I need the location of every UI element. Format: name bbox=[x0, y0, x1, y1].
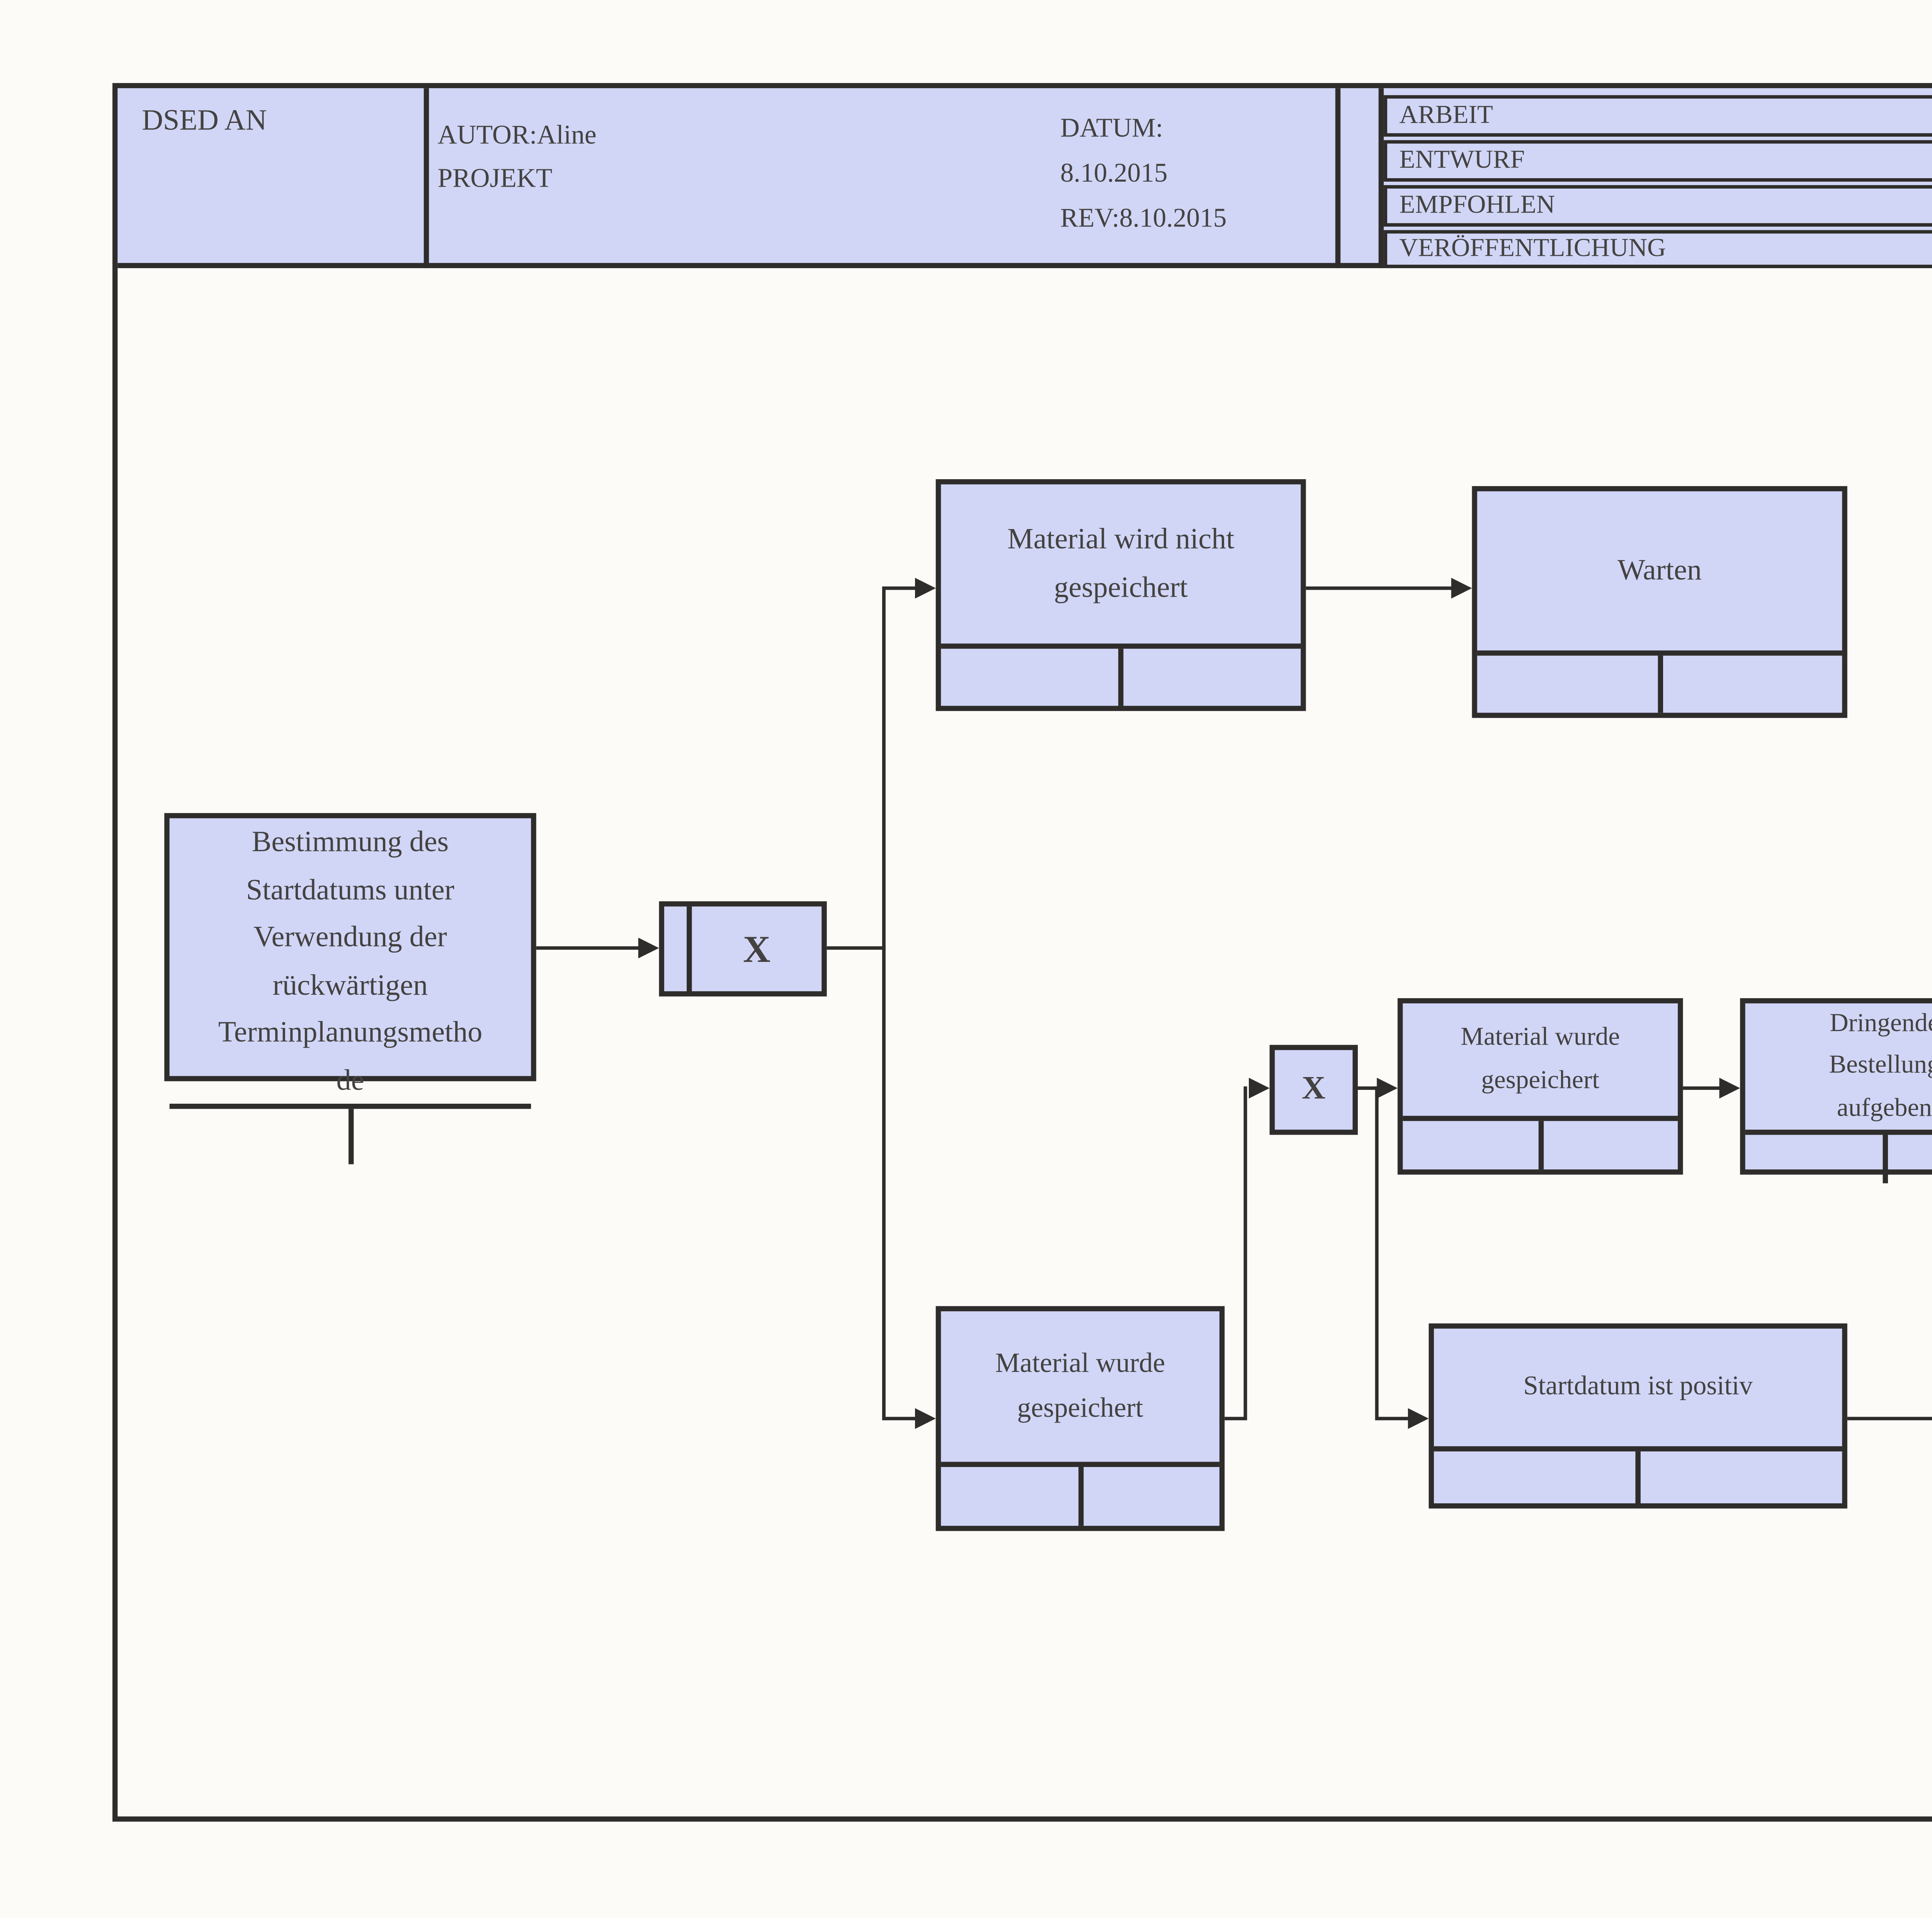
node-label: Bestimmung des Startdatums unter Verwend… bbox=[218, 825, 483, 1096]
date-rev-field: DATUM: 8.10.2015 REV:8.10.2015 bbox=[1060, 114, 1227, 234]
node-label: Startdatum ist positiv bbox=[1523, 1372, 1753, 1402]
status-row-empfohlen: EMPFOHLEN bbox=[1384, 185, 1932, 227]
node-startdatum-ist-positiv[interactable]: Startdatum ist positiv bbox=[1429, 1323, 1847, 1509]
status-row-arbeit: ARBEIT bbox=[1384, 95, 1932, 137]
node-label: Material wird nicht gespeichert bbox=[1007, 523, 1235, 604]
node-warten[interactable]: Warten bbox=[1472, 486, 1847, 718]
arrowhead bbox=[915, 1407, 936, 1428]
connector-line bbox=[1374, 1086, 1379, 1421]
node-bestimmung-startdatum[interactable]: Bestimmung des Startdatums unter Verwend… bbox=[164, 813, 536, 1165]
connector-line bbox=[1377, 1416, 1410, 1421]
arrowhead bbox=[915, 577, 936, 598]
xor-junction-2[interactable]: X bbox=[1269, 1045, 1358, 1135]
node-compartments bbox=[1745, 1129, 1932, 1183]
node-label: Material wurde gespeichert bbox=[995, 1348, 1165, 1423]
node-material-wurde-gespeichert-unten[interactable]: Material wurde gespeichert bbox=[935, 1306, 1225, 1531]
node-compartments bbox=[1403, 1116, 1678, 1170]
node-compartments bbox=[169, 1104, 531, 1165]
connector-line bbox=[1683, 1086, 1721, 1090]
node-material-wurde-gespeichert-mitte[interactable]: Material wurde gespeichert bbox=[1397, 998, 1683, 1175]
node-dringende-bestellung-aufgeben[interactable]: Dringende Bestellung aufgeben bbox=[1740, 998, 1932, 1183]
xor-junction-1[interactable]: X bbox=[659, 901, 827, 997]
node-compartments bbox=[941, 643, 1301, 706]
connector-line bbox=[1225, 1416, 1247, 1421]
diagram-frame bbox=[112, 83, 1932, 1822]
arrowhead bbox=[1408, 1407, 1429, 1428]
model-name-field: DSED AN bbox=[142, 104, 267, 137]
connector-line bbox=[884, 586, 917, 591]
node-label: Warten bbox=[1617, 554, 1702, 587]
connector-line bbox=[1357, 1086, 1379, 1090]
header-divider bbox=[1378, 88, 1384, 268]
arrowhead bbox=[1377, 1077, 1398, 1098]
arrowhead bbox=[638, 936, 659, 958]
connector-line bbox=[1306, 586, 1453, 591]
connector-line bbox=[881, 586, 886, 1421]
node-label: Dringende Bestellung aufgeben bbox=[1829, 1010, 1932, 1122]
arrowhead bbox=[1451, 577, 1472, 598]
node-compartments bbox=[1434, 1446, 1842, 1503]
header-divider bbox=[1335, 88, 1341, 268]
node-label: Material wurde gespeichert bbox=[1461, 1024, 1620, 1094]
node-material-wird-nicht-gespeichert[interactable]: Material wird nicht gespeichert bbox=[935, 479, 1306, 711]
node-compartments bbox=[1477, 650, 1842, 713]
status-row-veroeffentlichung: VERÖFFENTLICHUNG bbox=[1384, 230, 1932, 268]
header-divider bbox=[423, 88, 429, 268]
junction-label: X bbox=[1302, 1070, 1326, 1107]
arrowhead bbox=[1248, 1077, 1270, 1098]
arrowhead bbox=[1719, 1077, 1740, 1098]
connector-line bbox=[827, 946, 886, 950]
junction-divider bbox=[687, 906, 692, 991]
junction-label: X bbox=[743, 926, 770, 970]
status-row-entwurf: ENTWURF bbox=[1384, 140, 1932, 182]
connector-line bbox=[1847, 1416, 1932, 1421]
author-project-field: AUTOR:Aline PROJEKT bbox=[437, 121, 597, 194]
node-compartments bbox=[941, 1462, 1219, 1526]
connector-line bbox=[1243, 1086, 1248, 1419]
connector-line bbox=[884, 1416, 917, 1421]
connector-line bbox=[536, 946, 640, 950]
